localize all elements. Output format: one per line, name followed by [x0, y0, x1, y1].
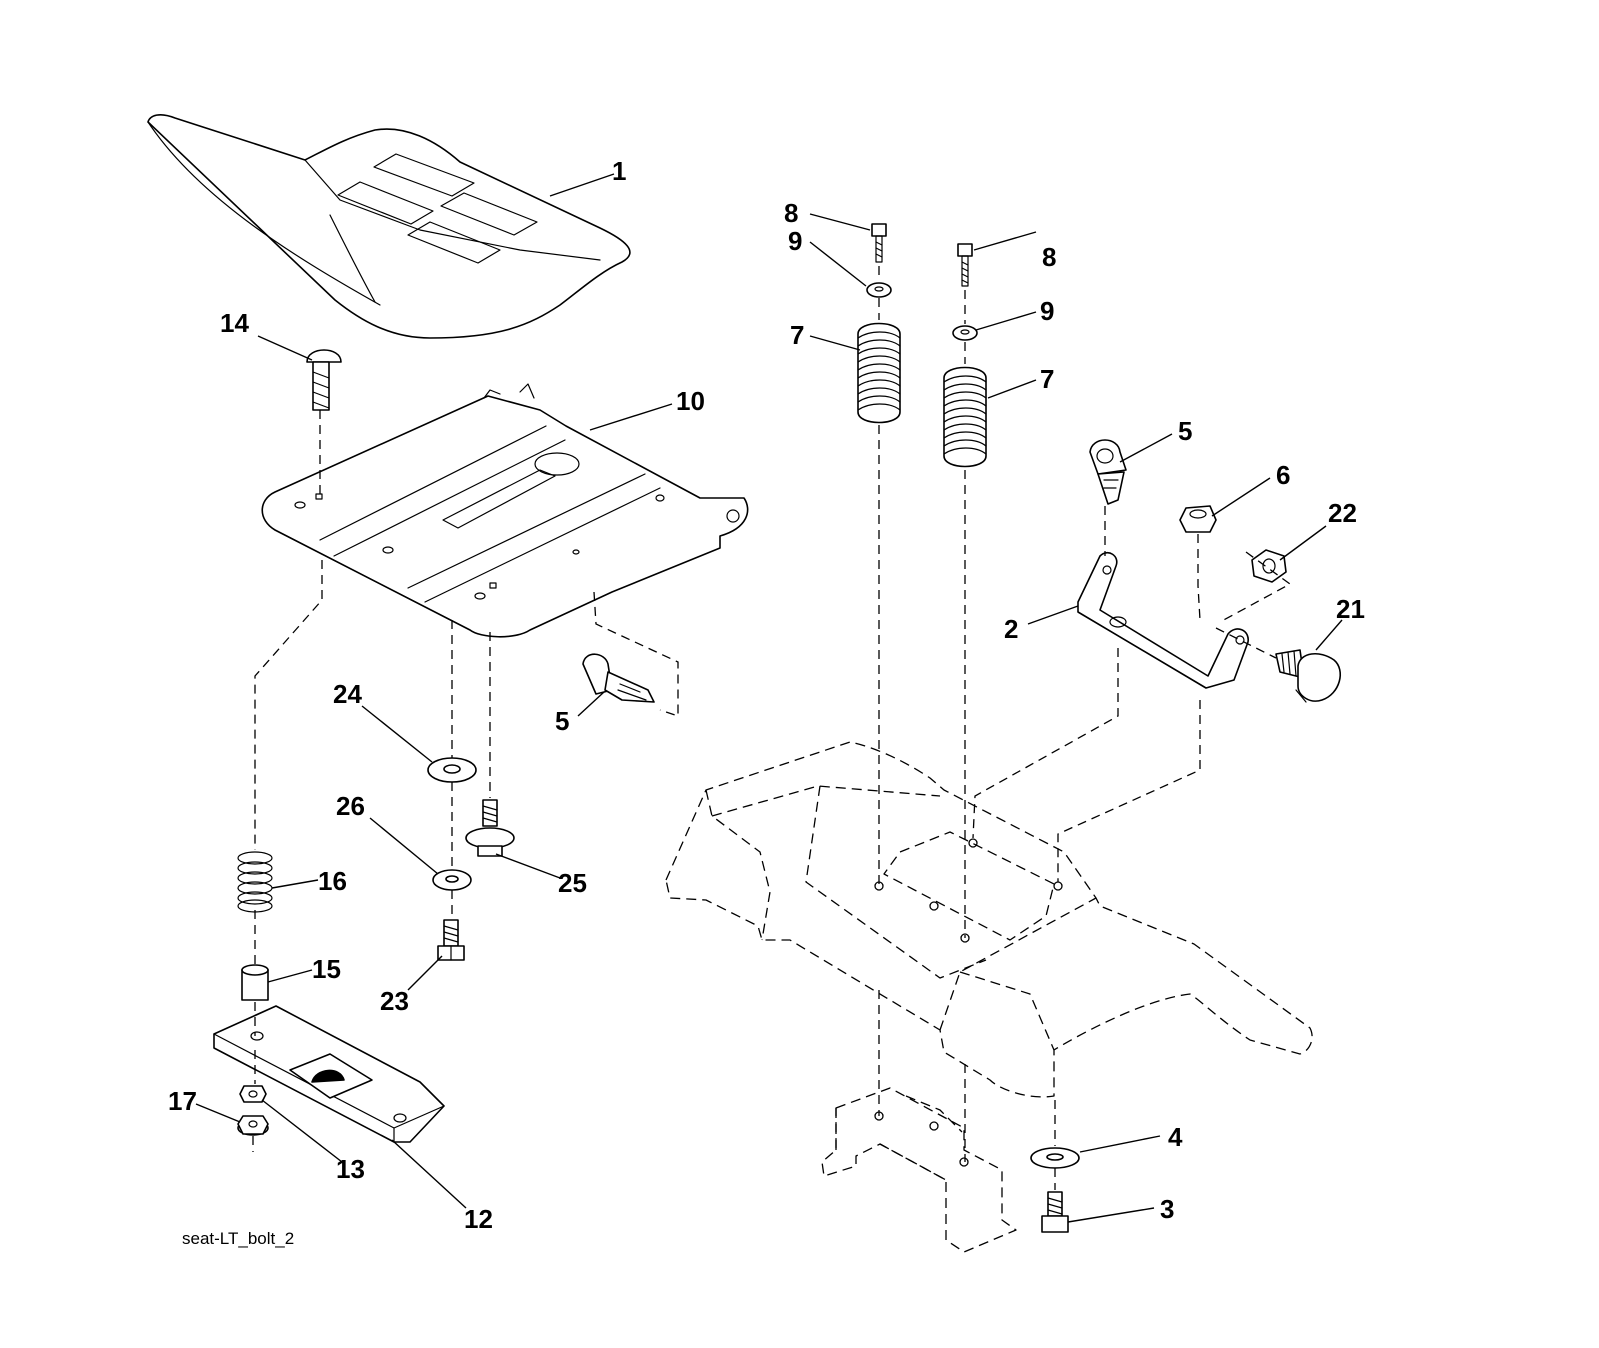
- lock-washer-part: [432, 869, 472, 891]
- callout-5-left: 5: [555, 706, 569, 736]
- callout-9-right: 9: [1040, 296, 1054, 326]
- wire-clip-part: [1089, 439, 1127, 505]
- hex-nut-part: [237, 1115, 269, 1136]
- callout-3: 3: [1160, 1194, 1174, 1224]
- callout-16: 16: [318, 866, 347, 896]
- callout-23: 23: [380, 986, 409, 1016]
- spacer-part: [241, 964, 269, 1001]
- seat-pan-part: [261, 383, 749, 638]
- flat-washer-part: [427, 757, 477, 783]
- wire-clip-part: [582, 653, 655, 703]
- callout-13: 13: [336, 1154, 365, 1184]
- flange-nut-part: [239, 1085, 267, 1103]
- hex-nut-part: [1251, 549, 1287, 583]
- carriage-bolt-part: [306, 349, 342, 411]
- frame-mount-phantom: [821, 1087, 1017, 1253]
- cap-screw-part: [957, 243, 973, 287]
- callout-21: 21: [1336, 594, 1365, 624]
- callout-12: 12: [464, 1204, 493, 1234]
- callout-8-left: 8: [784, 198, 798, 228]
- assembly-lines: [252, 266, 1292, 1190]
- callout-14: 14: [220, 308, 249, 338]
- hex-bolt-part: [437, 919, 465, 961]
- callout-labels: 1 14 10 5 24 26 25 16 15 23 17 13 12 8 9…: [168, 156, 1365, 1234]
- figure-caption: seat-LT_bolt_2: [182, 1229, 294, 1248]
- lock-nut-part: [1179, 505, 1217, 533]
- cap-screw-part: [871, 223, 887, 263]
- small-spring-part: [237, 851, 273, 913]
- callout-7-right: 7: [1040, 364, 1054, 394]
- seat-part: [147, 113, 631, 339]
- callout-26: 26: [336, 791, 365, 821]
- callout-2: 2: [1004, 614, 1018, 644]
- callout-5-right: 5: [1178, 416, 1192, 446]
- callout-4: 4: [1168, 1122, 1183, 1152]
- callout-8-right: 8: [1042, 242, 1056, 272]
- pivot-bracket-part: [213, 1005, 445, 1143]
- callout-24: 24: [333, 679, 362, 709]
- fender-phantom: [665, 741, 1313, 1098]
- shoulder-bolt-part: [1275, 649, 1342, 703]
- callout-10: 10: [676, 386, 705, 416]
- flat-washer-part: [1030, 1147, 1080, 1169]
- callout-15: 15: [312, 954, 341, 984]
- hex-bolt-part: [1041, 1191, 1069, 1233]
- callout-17: 17: [168, 1086, 197, 1116]
- shoulder-bolt-part: [465, 799, 515, 857]
- callout-leaders: [195, 173, 1343, 1223]
- callout-6: 6: [1276, 460, 1290, 490]
- spring-washer-part: [866, 282, 892, 298]
- callout-9-left: 9: [788, 226, 802, 256]
- mounting-bracket-part: [1077, 551, 1249, 689]
- callout-22: 22: [1328, 498, 1357, 528]
- spring-washer-part: [952, 325, 978, 341]
- callout-7-left: 7: [790, 320, 804, 350]
- callout-25: 25: [558, 868, 587, 898]
- seat-spring-part: [943, 366, 987, 468]
- seat-spring-part: [857, 322, 901, 424]
- callout-1: 1: [612, 156, 626, 186]
